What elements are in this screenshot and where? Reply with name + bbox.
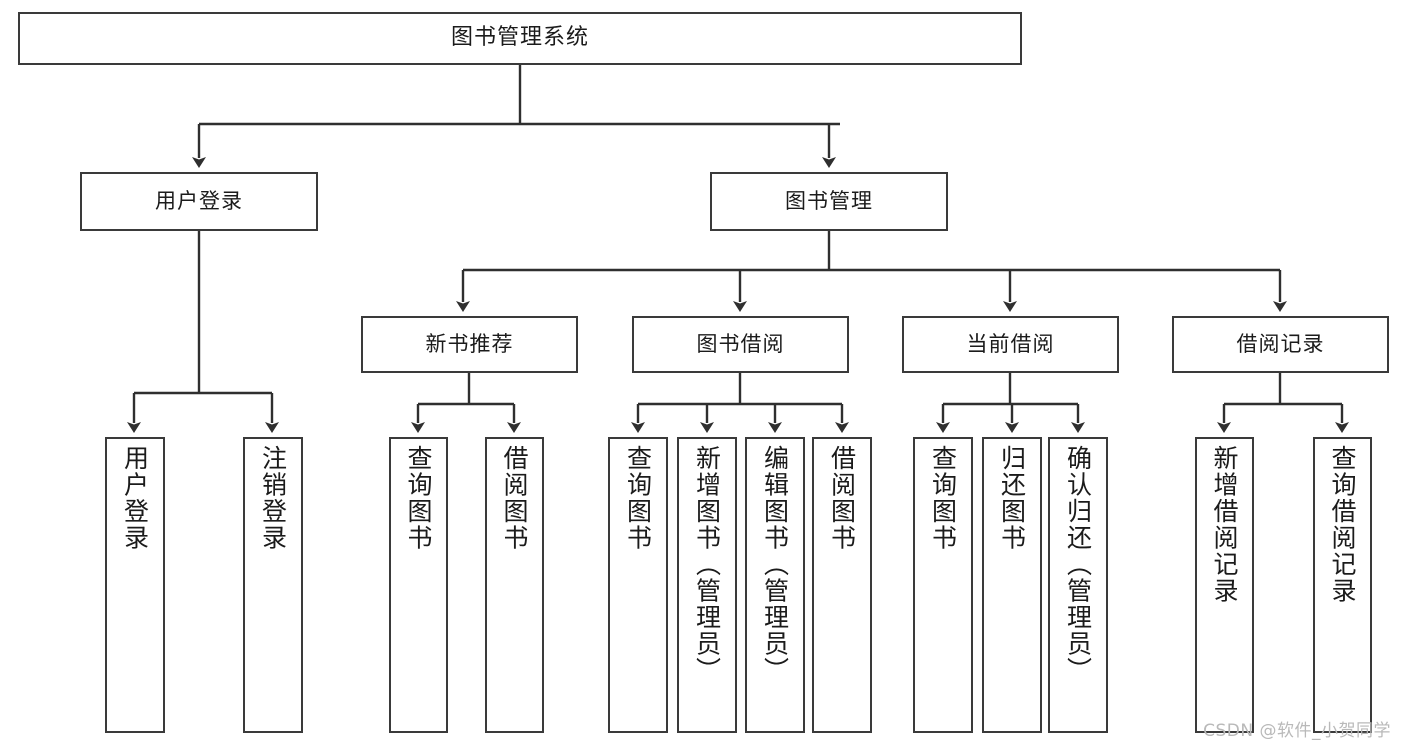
- node-label: 用户登录: [155, 188, 243, 213]
- node-label: 归还图书: [997, 445, 1027, 551]
- node-label: 新增图书（管理员）: [692, 445, 722, 684]
- node-label: 编辑图书（管理员）: [760, 445, 790, 684]
- node-label: 图书借阅: [696, 331, 785, 356]
- node-borrow-record[interactable]: 借阅记录: [1172, 316, 1389, 373]
- leaf-borrow-borrow-book[interactable]: 借阅图书: [812, 437, 872, 733]
- node-label: 借阅图书: [500, 445, 529, 551]
- node-label: 注销登录: [258, 445, 288, 551]
- csdn-watermark: CSDN @软件_小贺同学: [1203, 721, 1391, 741]
- leaf-borrow-edit-book-admin[interactable]: 编辑图书（管理员）: [745, 437, 805, 733]
- node-label: 图书管理: [785, 188, 873, 213]
- node-label: 用户登录: [120, 445, 150, 551]
- node-label: 查询图书: [623, 445, 653, 551]
- node-label: 确认归还（管理员）: [1063, 445, 1093, 684]
- node-book-management[interactable]: 图书管理: [710, 172, 948, 231]
- leaf-record-query-record[interactable]: 查询借阅记录: [1313, 437, 1372, 733]
- leaf-user-login-signout[interactable]: 注销登录: [243, 437, 303, 733]
- node-label: 图书管理系统: [450, 25, 589, 51]
- node-user-login[interactable]: 用户登录: [80, 172, 318, 231]
- node-current-borrow[interactable]: 当前借阅: [902, 316, 1119, 373]
- node-label: 查询借阅记录: [1328, 445, 1357, 604]
- node-label: 新增借阅记录: [1210, 445, 1239, 604]
- leaf-borrow-add-book-admin[interactable]: 新增图书（管理员）: [677, 437, 737, 733]
- leaf-current-confirm-return-admin[interactable]: 确认归还（管理员）: [1048, 437, 1108, 733]
- leaf-current-return-book[interactable]: 归还图书: [982, 437, 1042, 733]
- node-label: 新书推荐: [425, 331, 514, 356]
- leaf-borrow-query-book[interactable]: 查询图书: [608, 437, 668, 733]
- leaf-current-query-book[interactable]: 查询图书: [913, 437, 973, 733]
- leaf-recommend-borrow-book[interactable]: 借阅图书: [485, 437, 544, 733]
- node-new-book-recommend[interactable]: 新书推荐: [361, 316, 578, 373]
- leaf-record-add-record[interactable]: 新增借阅记录: [1195, 437, 1254, 733]
- leaf-recommend-query-book[interactable]: 查询图书: [389, 437, 448, 733]
- node-label: 借阅记录: [1236, 331, 1325, 356]
- node-label: 查询图书: [928, 445, 958, 551]
- node-label: 借阅图书: [827, 445, 857, 551]
- node-label: 查询图书: [404, 445, 433, 551]
- node-label: 当前借阅: [966, 331, 1055, 356]
- node-root-system[interactable]: 图书管理系统: [18, 12, 1022, 65]
- node-book-borrow[interactable]: 图书借阅: [632, 316, 849, 373]
- leaf-user-login-signin[interactable]: 用户登录: [105, 437, 165, 733]
